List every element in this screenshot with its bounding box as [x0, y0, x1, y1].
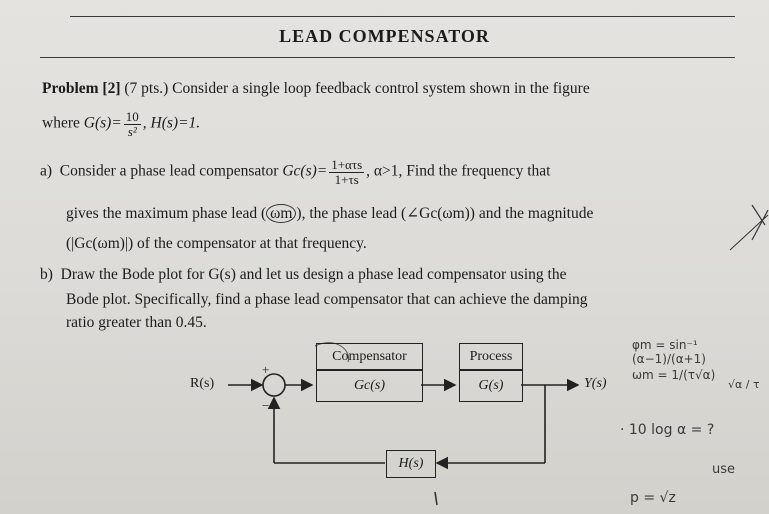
process-title-box: Process: [459, 343, 523, 370]
title-underline: [40, 57, 735, 58]
part-b-line-2: Bode plot. Specifically, find a phase le…: [66, 291, 588, 309]
input-label: R(s): [190, 376, 215, 391]
handwritten-note-use: use: [712, 462, 736, 477]
gc-denominator: 1+τs: [334, 171, 359, 187]
output-label: Y(s): [584, 376, 607, 391]
problem-line-1: Problem [2] (7 pts.) Consider a single l…: [42, 80, 590, 98]
part-a-line-2: gives the maximum phase lead (ωm), the p…: [66, 204, 593, 223]
handwritten-note-log: · 10 log α = ?: [620, 422, 715, 438]
plus-sign: +: [262, 362, 270, 377]
g-denominator: s²: [127, 123, 137, 139]
minus-sign: −: [262, 398, 270, 413]
problem-intro: Consider a single loop feedback control …: [172, 80, 590, 97]
part-b-line-1-text: Draw the Bode plot for G(s) and let us d…: [60, 266, 567, 283]
gc-lhs: Gc(s)=: [282, 162, 328, 180]
page-title: LEAD COMPENSATOR: [279, 26, 490, 46]
part-a-text-2: , α>1, Find the frequency that: [366, 162, 551, 180]
g-lhs: G(s)=: [83, 114, 122, 132]
handwritten-note-p: p = √z: [630, 490, 676, 506]
problem-label: Problem [2]: [42, 80, 121, 97]
part-a-line-2a: gives the maximum phase lead (: [66, 205, 267, 222]
part-b-line-3: ratio greater than 0.45.: [66, 314, 207, 332]
compensator-title-box: Compensator: [316, 343, 423, 370]
part-a-text-1: Consider a phase lead compensator: [59, 162, 279, 180]
part-b-marker: b): [40, 266, 53, 283]
handwritten-note-omega: ωm = 1/(τ√α): [632, 368, 716, 382]
where-word: where: [42, 114, 80, 132]
part-a-line-3: (|Gc(ωm)|) of the compensator at that fr…: [66, 235, 367, 253]
feedback-block: H(s): [386, 450, 436, 478]
part-a-line-1: a) Consider a phase lead compensator Gc(…: [40, 158, 550, 186]
omega-m-circled: ωm: [266, 204, 297, 223]
handwritten-note-phi: φm = sin⁻¹ (α−1)/(α+1): [632, 338, 706, 366]
part-a-line-2b: ), the phase lead (∠Gc(ωm)) and the magn…: [296, 205, 594, 222]
part-b-line-3-text: ratio greater than 0.45.: [66, 314, 207, 331]
process-tf: G(s): [478, 378, 504, 393]
g-numerator: 10: [123, 109, 141, 125]
feedback-tf: H(s): [398, 456, 424, 471]
top-rule: [70, 16, 735, 17]
h-definition: , H(s)=1.: [142, 114, 201, 132]
compensator-block: Gc(s): [316, 370, 423, 402]
part-a-line-3-text: (|Gc(ωm)|) of the compensator at that fr…: [66, 235, 367, 252]
part-a-marker: a): [40, 162, 53, 180]
compensator-tf: Gc(s): [353, 378, 386, 393]
handwritten-note-sqrt: √α / τ: [728, 378, 760, 391]
part-b-line-2-text: Bode plot. Specifically, find a phase le…: [66, 291, 588, 308]
part-b-line-1: b) Draw the Bode plot for G(s) and let u…: [40, 266, 566, 284]
process-block: G(s): [459, 370, 523, 402]
gc-numerator: 1+ατs: [329, 157, 365, 173]
problem-points: (7 pts.): [124, 80, 169, 97]
